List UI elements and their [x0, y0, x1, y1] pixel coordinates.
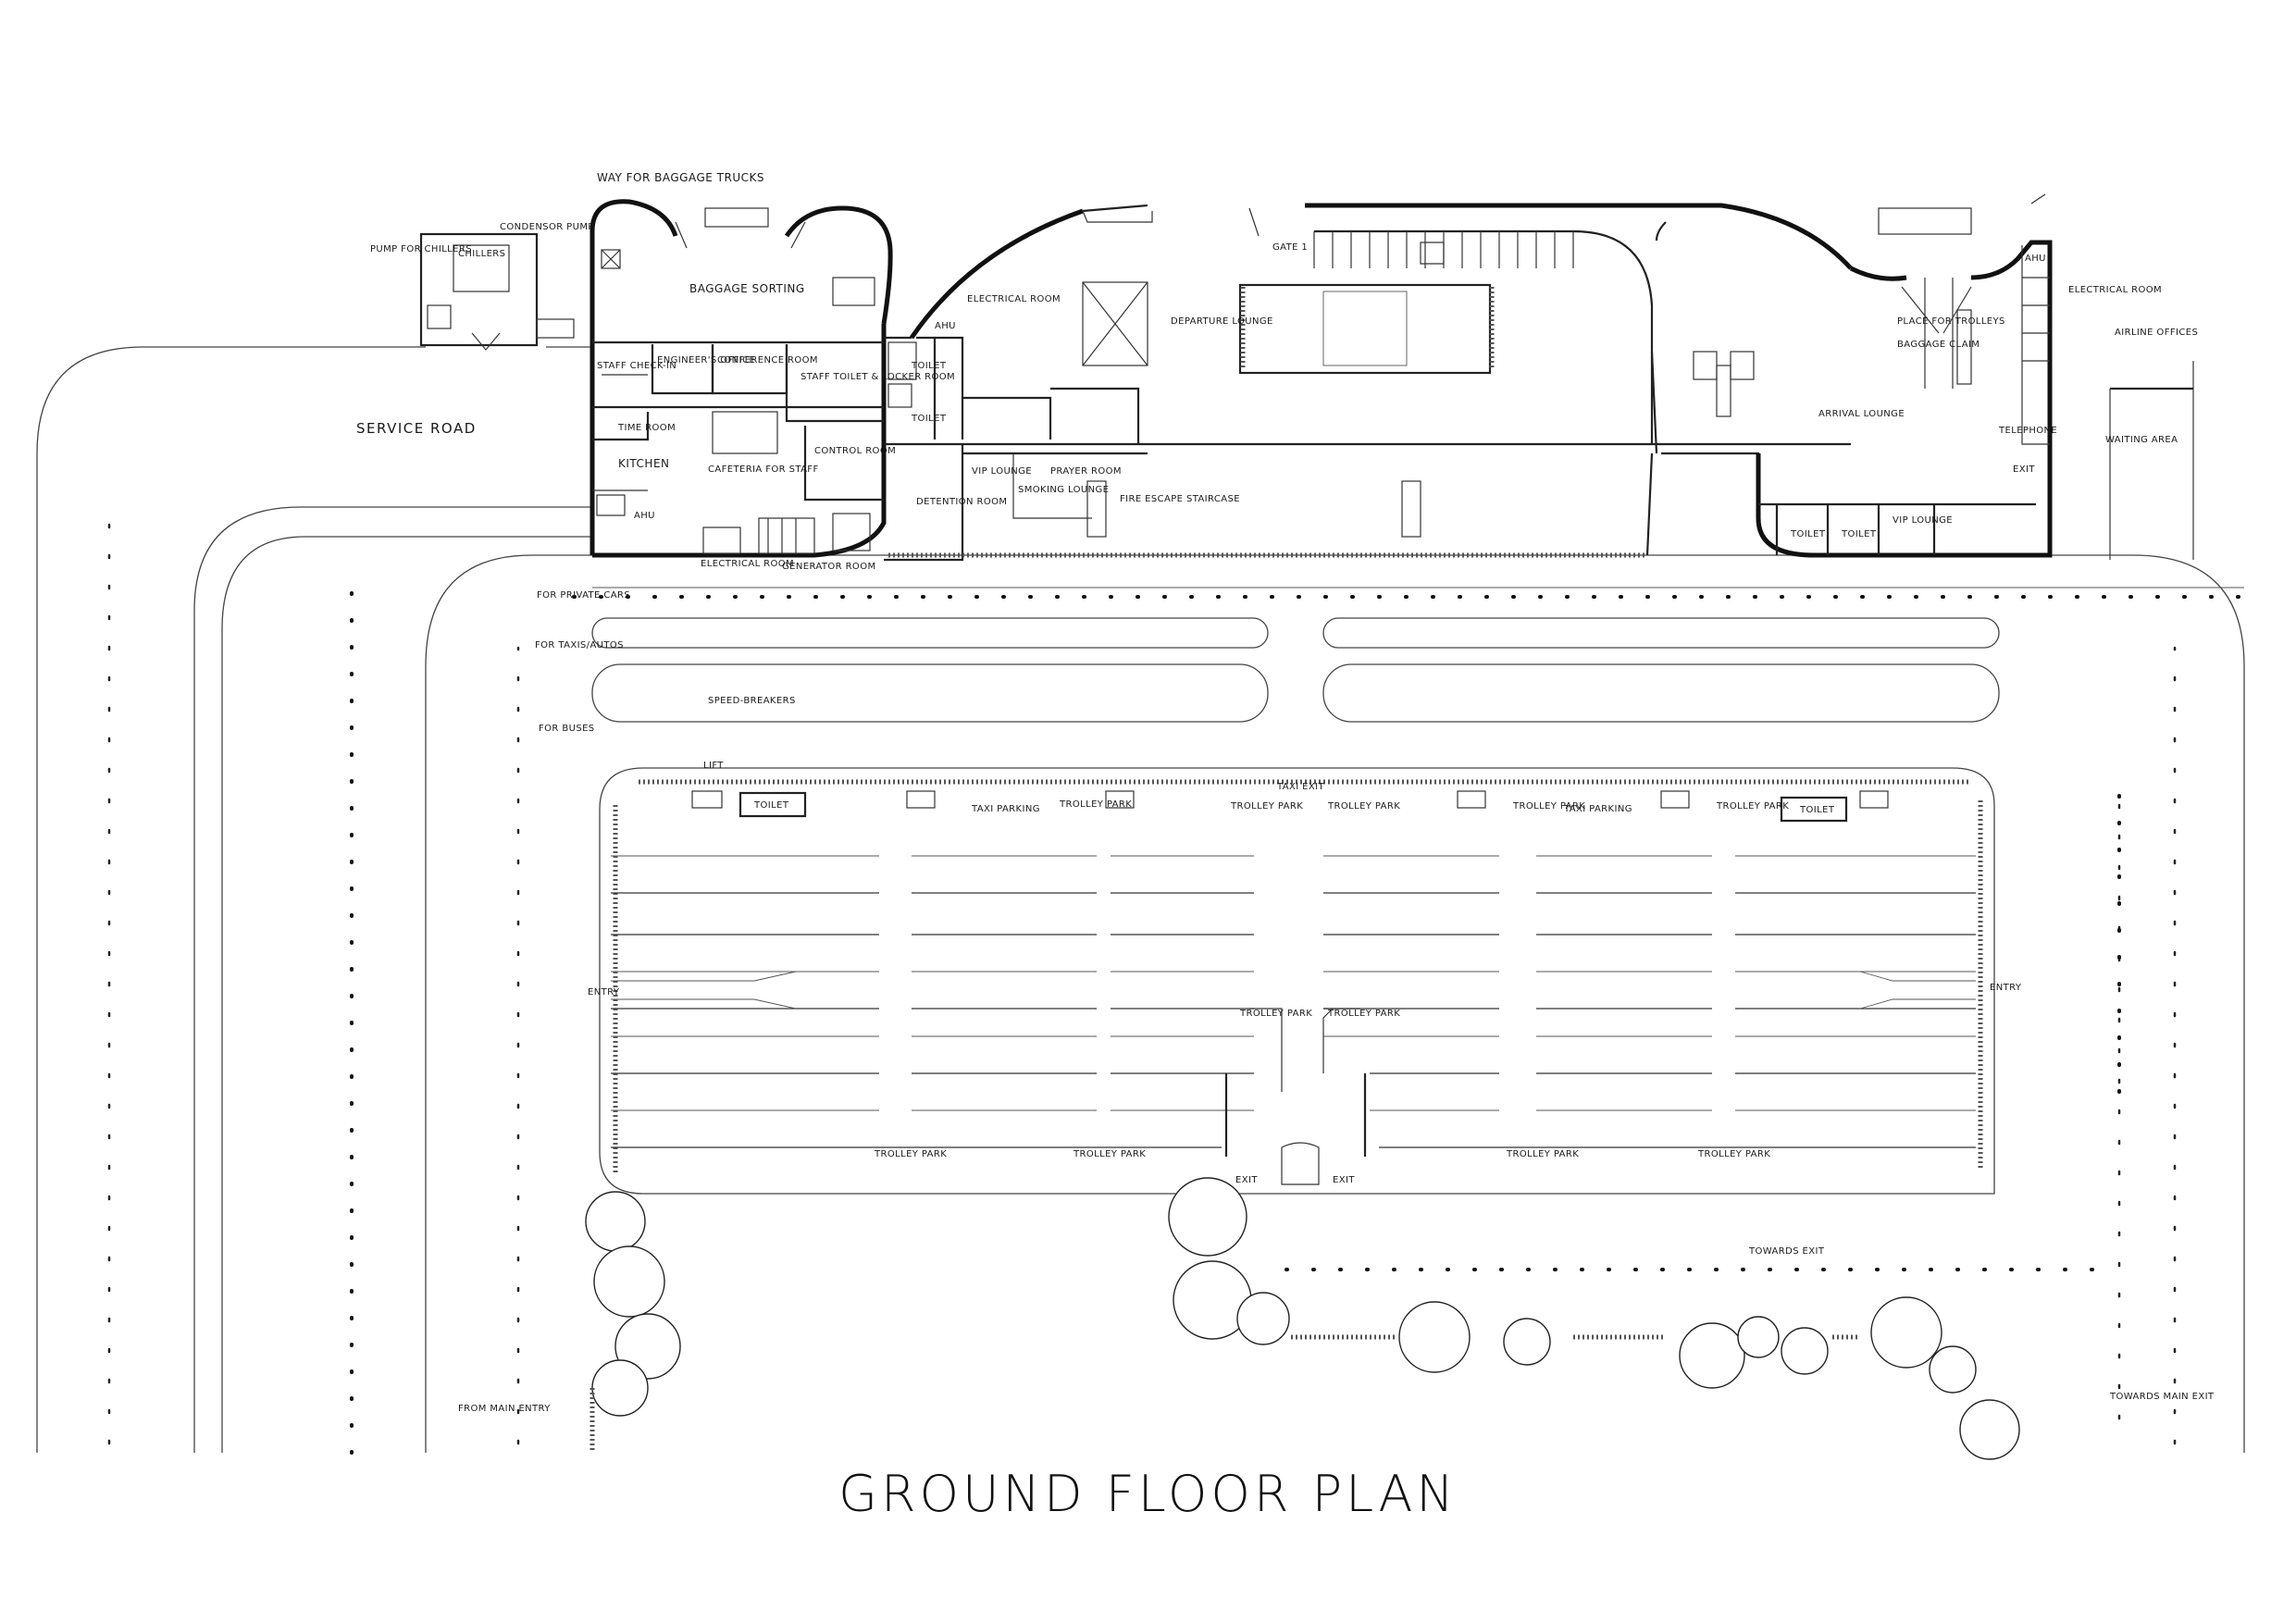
- page-title: GROUND FLOOR PLAN: [838, 1465, 1458, 1523]
- label-electrical-room-right: ELECTRICAL ROOM: [2068, 285, 2162, 295]
- label-gate-1: GATE 1: [1272, 242, 1308, 253]
- plan-labels: WAY FOR BAGGAGE TRUCKS CONDENSOR PUMP PU…: [356, 171, 2215, 1414]
- label-toilet-1: TOILET: [911, 361, 947, 371]
- label-trolley-park-2: TROLLEY PARK: [1230, 801, 1303, 812]
- label-electrical-room: ELECTRICAL ROOM: [967, 294, 1061, 304]
- label-ahu-2: AHU: [935, 321, 956, 331]
- label-trolley-park-7: TROLLEY PARK: [1327, 1009, 1400, 1019]
- chiller-building: [419, 232, 575, 351]
- label-towards-exit: TOWARDS EXIT: [1748, 1246, 1825, 1257]
- label-toilet-3: TOILET: [1790, 529, 1826, 539]
- label-trolley-park-4: TROLLEY PARK: [1512, 801, 1585, 812]
- label-baggage-sorting: BAGGAGE SORTING: [689, 282, 805, 295]
- label-trolley-park-9: TROLLEY PARK: [1073, 1149, 1146, 1159]
- label-arrival-lounge: ARRIVAL LOUNGE: [1818, 409, 1905, 419]
- label-electrical-room-small: ELECTRICAL ROOM: [701, 559, 794, 569]
- label-trolley-park-10: TROLLEY PARK: [1506, 1149, 1579, 1159]
- tree-icon: [1737, 1316, 1780, 1358]
- tree-icon: [1781, 1327, 1829, 1375]
- label-pump-for-chillers: PUMP FOR CHILLERS: [370, 244, 472, 254]
- label-fire-escape-staircase: FIRE ESCAPE STAIRCASE: [1120, 494, 1240, 504]
- arrival-block: [1756, 193, 2193, 558]
- label-departure-lounge: DEPARTURE LOUNGE: [1171, 316, 1273, 327]
- label-taxi-parking-1: TAXI PARKING: [971, 804, 1040, 814]
- tree-icon: [591, 1359, 649, 1417]
- label-vip-lounge: VIP LOUNGE: [972, 466, 1032, 477]
- tree-icon: [1168, 1177, 1247, 1257]
- tree-icon: [1870, 1296, 1942, 1369]
- label-entry-right: ENTRY: [1990, 983, 2022, 993]
- roads: [36, 346, 2245, 1455]
- label-telephone: TELEPHONE: [1998, 426, 2057, 436]
- label-staff-toilet-locker: STAFF TOILET & LOCKER ROOM: [800, 372, 955, 382]
- tree-group: [585, 1177, 2020, 1460]
- tree-icon: [593, 1245, 665, 1318]
- label-toilet-4: TOILET: [1841, 529, 1877, 539]
- label-taxi-parking-2: TAXI PARKING: [1563, 804, 1632, 814]
- tree-icon: [1236, 1292, 1290, 1345]
- label-trolley-park-6: TROLLEY PARK: [1239, 1009, 1312, 1019]
- label-from-main-entry: FROM MAIN ENTRY: [458, 1404, 551, 1414]
- label-chillers: CHILLERS: [458, 249, 505, 259]
- tree-icon: [1929, 1345, 1977, 1394]
- label-prayer-room: PRAYER ROOM: [1050, 466, 1122, 477]
- label-lift: LIFT: [703, 761, 724, 771]
- label-trolley-park-1: TROLLEY PARK: [1059, 799, 1132, 810]
- label-baggage-claim: BAGGAGE CLAIM: [1897, 340, 1980, 350]
- label-place-for-trolleys: PLACE FOR TROLLEYS: [1897, 316, 2005, 327]
- service-block: [590, 199, 893, 558]
- label-generator-room: GENERATOR ROOM: [782, 562, 876, 572]
- label-exit-right: EXIT: [1333, 1175, 1355, 1185]
- label-trolley-park-8: TROLLEY PARK: [874, 1149, 947, 1159]
- parking-bays: [611, 855, 1976, 1185]
- label-for-buses: FOR BUSES: [539, 724, 595, 734]
- tree-icon: [1679, 1322, 1745, 1389]
- label-vip-lounge-2: VIP LOUNGE: [1893, 515, 1953, 526]
- tree-icon: [1503, 1318, 1551, 1366]
- label-staff-check-in: STAFF CHECK-IN: [597, 361, 676, 371]
- label-taxi-exit: TAXI EXIT: [1276, 782, 1324, 792]
- label-ahu-3: AHU: [2025, 254, 2046, 264]
- tree-icon: [1398, 1301, 1471, 1373]
- label-smoking-lounge: SMOKING LOUNGE: [1018, 485, 1109, 495]
- label-toilet-5: TOILET: [753, 800, 789, 811]
- label-airline-offices: AIRLINE OFFICES: [2115, 328, 2198, 338]
- label-trolley-park-3: TROLLEY PARK: [1327, 801, 1400, 812]
- label-conference-room: CONFERENCE ROOM: [717, 355, 818, 365]
- label-trolley-park-5: TROLLEY PARK: [1716, 801, 1789, 812]
- label-towards-main-exit: TOWARDS MAIN EXIT: [2109, 1392, 2215, 1402]
- label-for-taxis-autos: FOR TAXIS/AUTOS: [535, 640, 624, 650]
- label-toilet-6: TOILET: [1799, 805, 1835, 815]
- label-kitchen: KITCHEN: [618, 457, 670, 470]
- label-ahu: AHU: [634, 511, 655, 521]
- label-trolley-park-11: TROLLEY PARK: [1697, 1149, 1770, 1159]
- terminal-building: [884, 203, 1853, 562]
- label-exit-left: EXIT: [1235, 1175, 1258, 1185]
- label-waiting-area: WAITING AREA: [2105, 435, 2178, 445]
- tree-icon: [585, 1191, 646, 1252]
- label-service-road: SERVICE ROAD: [356, 420, 477, 437]
- label-toilet-2: TOILET: [911, 414, 947, 424]
- label-detention-room: DETENTION ROOM: [916, 497, 1007, 507]
- label-speed-breakers: SPEED-BREAKERS: [708, 696, 796, 706]
- label-exit-arrival: EXIT: [2013, 465, 2035, 475]
- label-cafeteria-for-staff: CAFETERIA FOR STAFF: [708, 465, 819, 475]
- label-entry-left: ENTRY: [588, 987, 620, 997]
- label-for-private-cars: FOR PRIVATE CARS: [537, 590, 630, 601]
- label-time-room: TIME ROOM: [617, 423, 676, 433]
- label-way-for-baggage-trucks: WAY FOR BAGGAGE TRUCKS: [597, 171, 764, 184]
- label-engineers-office: ENGINEER'S OFFICE: [657, 355, 755, 365]
- label-control-room: CONTROL ROOM: [814, 446, 896, 456]
- tree-icon: [1959, 1399, 2020, 1460]
- label-condensor-pump: CONDENSOR PUMP: [500, 222, 594, 232]
- drop-off-lanes: [591, 587, 2244, 723]
- parking-lot: [599, 767, 1995, 1195]
